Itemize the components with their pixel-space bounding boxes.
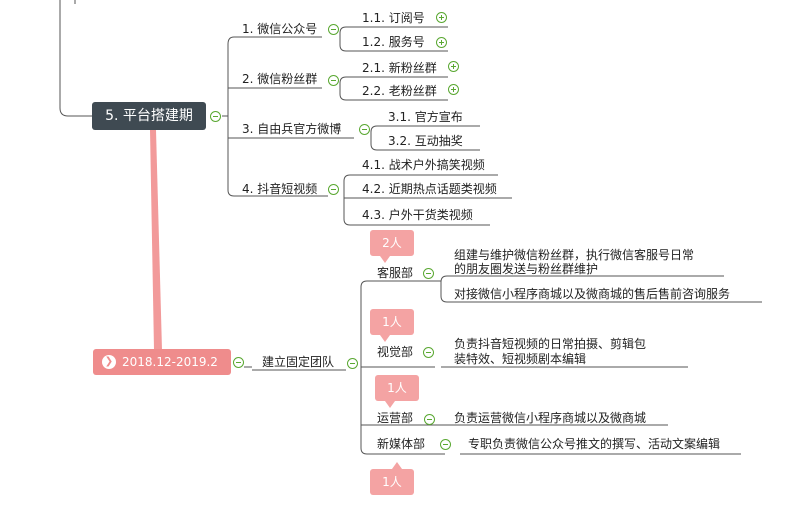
duty-text: 装特效、短视频剧本编辑: [454, 352, 587, 366]
collapse-toggle-icon[interactable]: [328, 24, 339, 35]
node-hot-topic-video[interactable]: 4.2. 近期热点话题类视频: [362, 182, 497, 196]
node-new-media-dept[interactable]: 新媒体部: [377, 437, 426, 451]
node-operations-dept[interactable]: 运营部: [377, 411, 414, 425]
node-wechat-fan-group[interactable]: 2. 微信粉丝群: [242, 72, 318, 86]
collapse-toggle-icon[interactable]: [233, 357, 244, 368]
node-outdoor-tips-video[interactable]: 4.3. 户外干货类视频: [362, 208, 473, 222]
collapse-toggle-icon[interactable]: [423, 268, 434, 279]
duty-text: 组建与维护微信粉丝群，执行微信客服号日常: [454, 248, 695, 262]
collapse-toggle-icon[interactable]: [359, 124, 370, 135]
node-douyin-video[interactable]: 4. 抖音短视频: [242, 182, 318, 196]
date-range-label: 2018.12-2019.2: [122, 355, 218, 369]
collapse-toggle-icon[interactable]: [328, 75, 339, 86]
pink-connector: [150, 130, 162, 350]
node-customer-service[interactable]: 客服部: [377, 266, 414, 280]
node-new-fan-group[interactable]: 2.1. 新粉丝群: [362, 61, 437, 75]
node-service-account[interactable]: 1.2. 服务号: [362, 35, 425, 49]
node-build-team[interactable]: 建立固定团队: [262, 355, 335, 369]
collapse-toggle-icon[interactable]: [440, 439, 451, 450]
node-date-range[interactable]: ❯ 2018.12-2019.2: [93, 349, 231, 375]
duty-text: 的朋友圈发送与粉丝群维护: [454, 262, 599, 276]
expand-toggle-icon[interactable]: [436, 12, 447, 23]
node-interactive-lottery[interactable]: 3.2. 互动抽奖: [388, 134, 463, 148]
expand-toggle-icon[interactable]: [448, 61, 459, 72]
callout-headcount: 1人: [370, 462, 414, 495]
callout-headcount: 2人: [370, 230, 414, 263]
expand-toggle-icon[interactable]: [436, 37, 447, 48]
node-visual-dept[interactable]: 视觉部: [377, 345, 414, 359]
callout-headcount: 1人: [375, 375, 419, 408]
duty-text: 专职负责微信公众号推文的撰写、活动文案编辑: [468, 437, 721, 451]
node-platform-building[interactable]: 5. 平台搭建期: [92, 102, 206, 130]
main-frame-line: [59, 0, 92, 117]
node-subscription-account[interactable]: 1.1. 订阅号: [362, 11, 425, 25]
duty-text: 负责抖音短视频的日常拍摄、剪辑包: [454, 337, 647, 351]
duty-text: 对接微信小程序商城以及微商城的售后售前咨询服务: [454, 287, 731, 301]
collapse-toggle-icon[interactable]: [423, 347, 434, 358]
chevron-right-icon[interactable]: ❯: [102, 355, 116, 369]
node-funny-outdoor-video[interactable]: 4.1. 战术户外搞笑视频: [362, 158, 485, 172]
node-official-announcement[interactable]: 3.1. 官方宣布: [388, 110, 463, 124]
collapse-toggle-icon[interactable]: [328, 184, 339, 195]
node-old-fan-group[interactable]: 2.2. 老粉丝群: [362, 84, 437, 98]
node-wechat-account[interactable]: 1. 微信公众号: [242, 22, 318, 36]
expand-toggle-icon[interactable]: [448, 84, 459, 95]
collapse-toggle-icon[interactable]: [424, 414, 435, 425]
node-official-weibo[interactable]: 3. 自由兵官方微博: [242, 122, 342, 136]
callout-headcount: 1人: [370, 309, 414, 342]
duty-text: 负责运营微信小程序商城以及微商城: [454, 411, 647, 425]
collapse-toggle-icon[interactable]: [347, 358, 358, 369]
collapse-toggle-icon[interactable]: [210, 111, 221, 122]
